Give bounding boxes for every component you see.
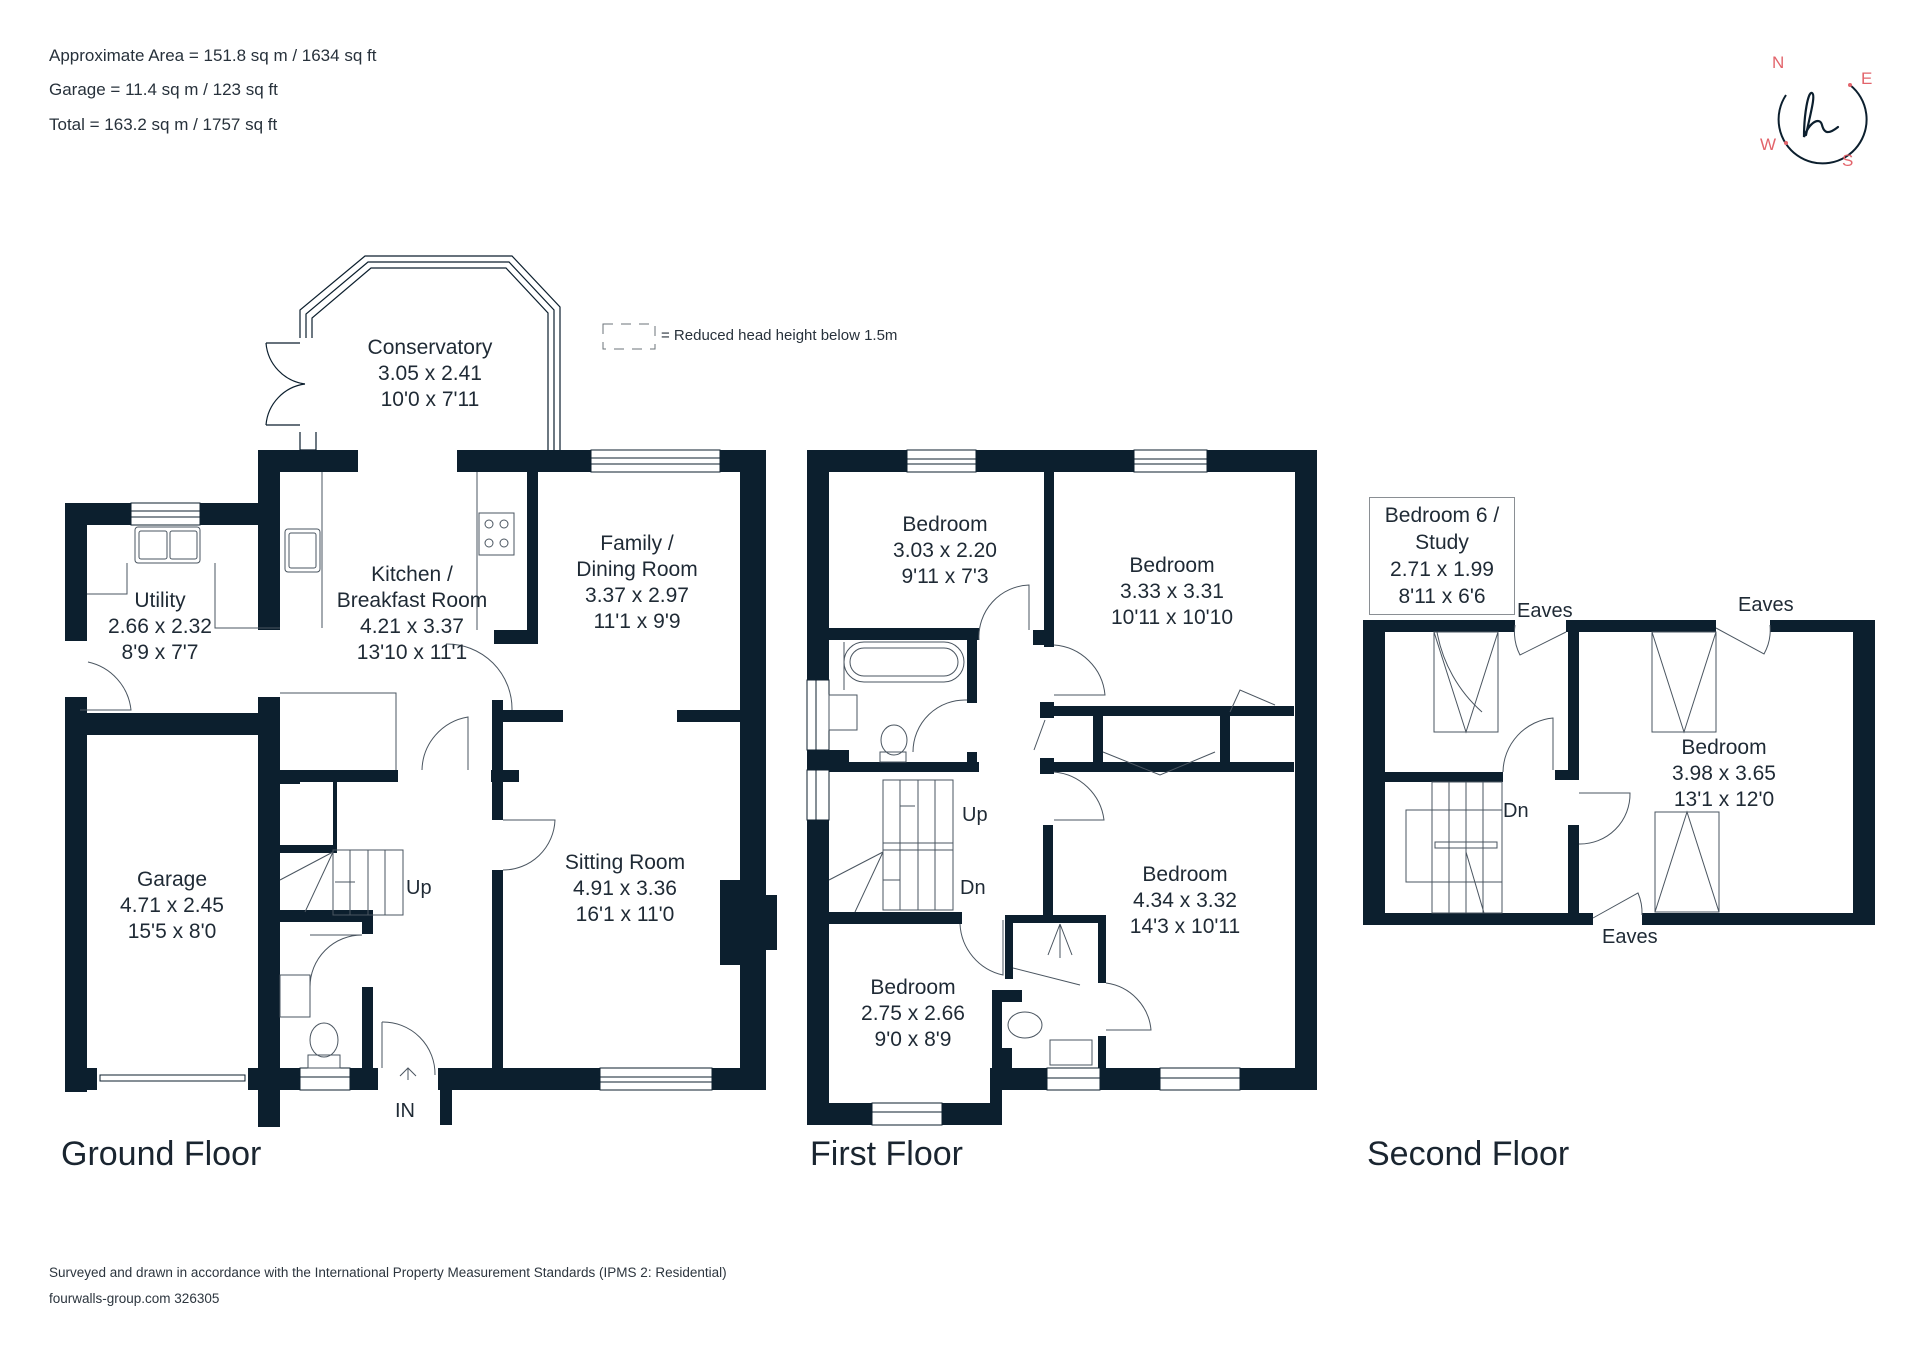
entrance-label: IN	[395, 1100, 415, 1122]
total-area-text: Total = 163.2 sq m / 1757 sq ft	[49, 115, 278, 134]
second-stairs-down-label: Dn	[1503, 800, 1529, 822]
room-imperial: 13'1 x 12'0	[1673, 788, 1775, 811]
room-label-garage: Garage 4.71 x 2.45 15'5 x 8'0	[120, 867, 224, 945]
room-name-line2: Breakfast Room	[336, 589, 488, 612]
room-imperial: 14'3 x 10'11	[1129, 915, 1241, 938]
room-label-bedroom-b: Bedroom 3.33 x 3.31 10'11 x 10'10	[1111, 553, 1233, 631]
room-imperial: 9'11 x 7'3	[901, 565, 989, 588]
compass-east: E	[1861, 69, 1873, 88]
first-floor-fixtures	[828, 584, 1276, 1066]
room-imperial: 9'0 x 8'9	[874, 1028, 952, 1051]
first-stairs-up-label: Up	[962, 804, 988, 826]
compass-south: S	[1842, 151, 1854, 170]
room-metric: 4.21 x 3.37	[360, 615, 464, 638]
room-label-bedroom-c: Bedroom 4.34 x 3.32 14'3 x 10'11	[1130, 862, 1240, 940]
room-imperial: 11'1 x 9'9	[593, 610, 681, 633]
ground-floor-fixtures	[80, 472, 556, 1080]
room-metric: 2.75 x 2.66	[861, 1002, 965, 1025]
second-floor-fixtures	[1405, 624, 1771, 919]
eaves-label-3: Eaves	[1602, 926, 1658, 948]
compass-west: W	[1760, 135, 1777, 154]
reduced-head-height-legend-swatch	[602, 323, 658, 351]
ground-floor-title: Ground Floor	[61, 1135, 262, 1173]
room-name: Bedroom 6 /	[1384, 504, 1500, 527]
room-name: Garage	[136, 868, 208, 891]
reduced-head-height-legend-text: = Reduced head height below 1.5m	[661, 327, 898, 344]
room-name: Bedroom	[1681, 736, 1767, 759]
room-label-kitchen: Kitchen / Breakfast Room 4.21 x 3.37 13'…	[337, 562, 488, 666]
windows	[99, 449, 721, 1091]
ground-stairs-up-label: Up	[406, 877, 432, 899]
eaves-label-1: Eaves	[1517, 600, 1573, 622]
compass-logo: N E S W	[1758, 53, 1878, 175]
room-metric: 2.71 x 1.99	[1390, 558, 1494, 581]
room-metric: 3.33 x 3.31	[1120, 580, 1224, 603]
room-metric: 3.03 x 2.20	[893, 539, 997, 562]
room-imperial: 10'0 x 7'11	[380, 388, 480, 411]
compass-north: N	[1772, 53, 1785, 72]
room-name: Bedroom	[902, 513, 988, 536]
room-label-sitting-room: Sitting Room 4.91 x 3.36 16'1 x 11'0	[565, 850, 685, 928]
room-imperial: 10'11 x 10'10	[1110, 606, 1234, 629]
first-floor-windows	[806, 449, 1241, 1126]
approximate-area-text: Approximate Area = 151.8 sq m / 1634 sq …	[49, 46, 377, 65]
ground-floor-walls	[65, 450, 777, 1127]
compass-ring-icon	[1777, 83, 1868, 165]
footer-reference-text: fourwalls-group.com 326305	[49, 1291, 220, 1306]
room-imperial: 13'10 x 11'1	[356, 641, 468, 664]
room-label-study: Bedroom 6 / Study 2.71 x 1.99 8'11 x 6'6	[1369, 497, 1515, 615]
garage-area-text: Garage = 11.4 sq m / 123 sq ft	[49, 80, 278, 99]
room-name: Conservatory	[367, 336, 493, 359]
room-metric: 4.34 x 3.32	[1133, 889, 1237, 912]
first-stairs-down-label: Dn	[960, 877, 986, 899]
room-imperial: 8'11 x 6'6	[1398, 585, 1486, 608]
room-label-utility: Utility 2.66 x 2.32 8'9 x 7'7	[108, 588, 212, 666]
room-metric: 2.66 x 2.32	[108, 615, 212, 638]
room-metric: 4.91 x 3.36	[573, 877, 677, 900]
room-label-bedroom-a: Bedroom 3.03 x 2.20 9'11 x 7'3	[893, 512, 997, 590]
room-imperial: 15'5 x 8'0	[127, 920, 217, 943]
room-name: Family /	[600, 532, 674, 555]
room-imperial: 16'1 x 11'0	[575, 903, 675, 926]
room-metric: 3.37 x 2.97	[585, 584, 689, 607]
room-metric: 3.05 x 2.41	[378, 362, 482, 385]
second-floor-title: Second Floor	[1367, 1135, 1570, 1173]
room-name-line2: Study	[1415, 531, 1469, 554]
first-floor-title: First Floor	[810, 1135, 963, 1173]
room-label-family-dining: Family / Dining Room 3.37 x 2.97 11'1 x …	[576, 531, 697, 635]
eaves-label-2: Eaves	[1738, 594, 1794, 616]
room-metric: 4.71 x 2.45	[120, 894, 224, 917]
room-label-bedroom-d: Bedroom 2.75 x 2.66 9'0 x 8'9	[861, 975, 965, 1053]
conservatory-outline	[265, 255, 561, 451]
room-metric: 3.98 x 3.65	[1672, 762, 1776, 785]
second-floor-walls	[1363, 620, 1875, 925]
room-name: Utility	[134, 589, 186, 612]
room-name: Bedroom	[1142, 863, 1228, 886]
room-name-line2: Dining Room	[576, 558, 698, 581]
footer-standards-text: Surveyed and drawn in accordance with th…	[49, 1265, 727, 1280]
room-name: Bedroom	[870, 976, 956, 999]
room-label-second-bedroom: Bedroom 3.98 x 3.65 13'1 x 12'0	[1672, 735, 1776, 813]
room-name: Sitting Room	[564, 851, 686, 874]
room-imperial: 8'9 x 7'7	[121, 641, 199, 664]
first-floor-walls	[807, 450, 1317, 1125]
room-name: Kitchen /	[371, 563, 453, 586]
room-label-conservatory: Conservatory 3.05 x 2.41 10'0 x 7'11	[368, 335, 493, 413]
room-name: Bedroom	[1129, 554, 1215, 577]
